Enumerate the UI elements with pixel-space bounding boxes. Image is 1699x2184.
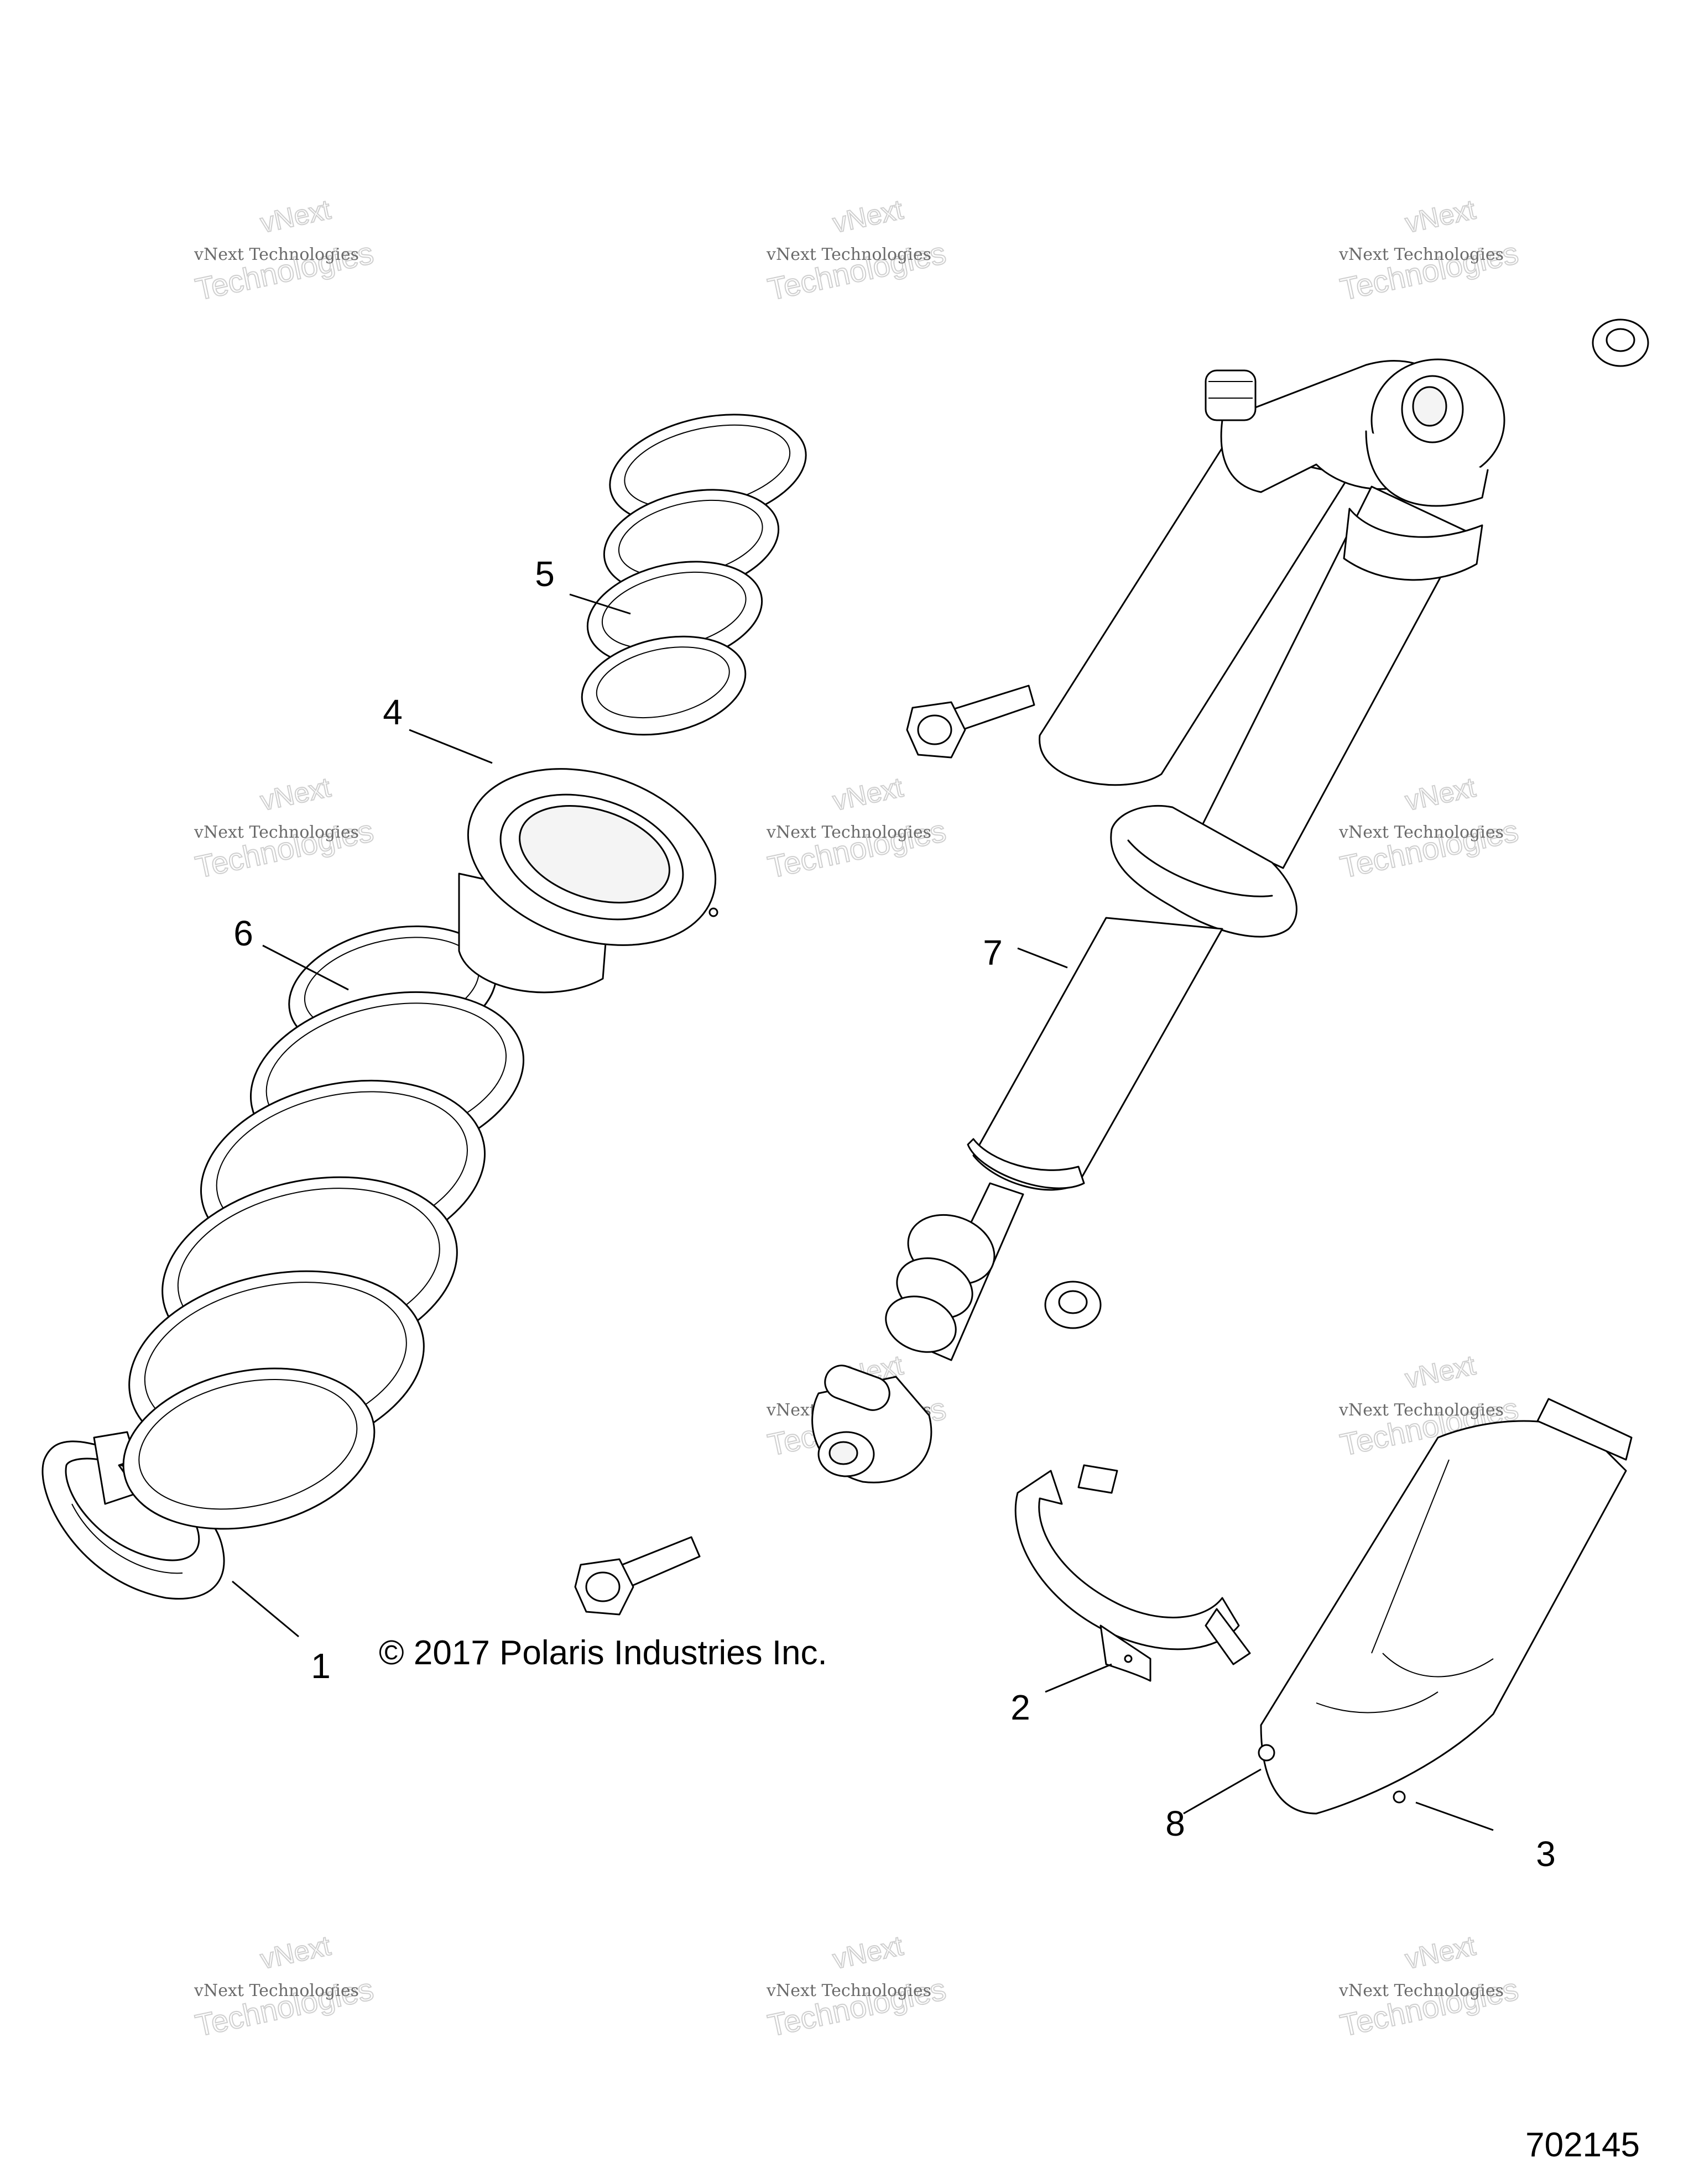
spring-coil-inner <box>138 1378 358 1510</box>
watermark-text-top: vNext <box>1403 1930 1478 1975</box>
shock-absorber-part <box>811 358 1505 1483</box>
flange-nut-upper-part <box>1592 318 1649 367</box>
flange-nut-lower-part <box>1044 1281 1102 1329</box>
watermark-text-top: vNext <box>1403 194 1478 239</box>
callout-4: 4 <box>383 692 403 732</box>
watermark-text-top: vNext <box>1403 772 1478 817</box>
watermark-text-top: vNext <box>1403 1350 1478 1394</box>
shock-clamp-part <box>1014 1464 1251 1682</box>
watermark-text-small: vNext Technologies <box>194 245 359 264</box>
watermark-text-small: vNext Technologies <box>766 1981 931 2000</box>
callout-1: 1 <box>311 1646 331 1686</box>
callout-7: 7 <box>983 933 1003 973</box>
watermark-text-top: vNext <box>258 1930 333 1975</box>
watermark-text-top: vNext <box>830 772 906 817</box>
watermark-text-small: vNext Technologies <box>766 823 931 842</box>
spring-adapter-part <box>458 768 718 994</box>
watermark-text-small: vNext Technologies <box>194 823 359 842</box>
spring-retainer-part <box>41 1431 225 1600</box>
tender-spring-coil <box>581 635 747 736</box>
watermark-text-small: vNext Technologies <box>1338 823 1504 842</box>
watermark-text-small: vNext Technologies <box>766 245 931 264</box>
copyright-notice: © 2017 Polaris Industries Inc. <box>379 1634 827 1672</box>
leader-lines <box>232 593 1494 1831</box>
watermark-text-top: vNext <box>258 194 333 239</box>
watermark-text-top: vNext <box>258 772 333 817</box>
shock-guard-part <box>1258 1398 1633 1815</box>
tender-spring-part <box>581 414 807 736</box>
spring-coil <box>122 1367 376 1530</box>
main-coil-spring-part <box>122 925 525 1530</box>
watermark-text-top: vNext <box>830 1930 906 1975</box>
lower-bolt-part <box>574 1536 701 1616</box>
watermark-text-small: vNext Technologies <box>1338 245 1504 264</box>
callout-8: 8 <box>1165 1804 1185 1843</box>
callout-5: 5 <box>535 554 555 594</box>
diagram-number: 702145 <box>1525 2126 1640 2164</box>
watermark-text-top: vNext <box>830 194 906 239</box>
upper-bolt-part <box>906 685 1035 759</box>
callout-6: 6 <box>233 913 253 953</box>
watermark-text-small: vNext Technologies <box>194 1981 359 2000</box>
tender-spring-coil-inner <box>596 646 730 719</box>
callout-3: 3 <box>1536 1834 1556 1874</box>
watermark-text-small: vNext Technologies <box>1338 1401 1504 1420</box>
callout-2: 2 <box>1010 1687 1030 1727</box>
watermark-text-small: vNext Technologies <box>1338 1981 1504 2000</box>
